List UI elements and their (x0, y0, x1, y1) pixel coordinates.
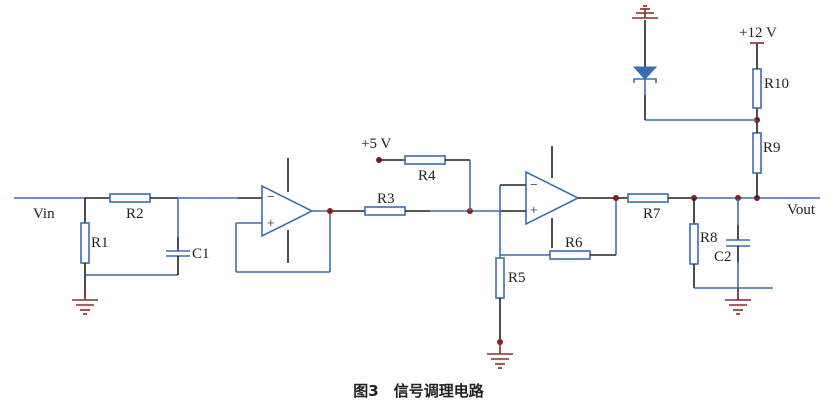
resistor-r10 (752, 68, 762, 109)
c2-label: C2 (714, 249, 732, 265)
r7-label: R7 (643, 206, 661, 222)
junction (327, 208, 333, 214)
resistor-r2 (109, 193, 151, 203)
resistor-r8 (689, 223, 699, 265)
resistor-r1 (80, 222, 90, 264)
opamp-2 (525, 170, 580, 226)
opamp-1-noninverting-sign: + (267, 215, 275, 230)
r1-label: R1 (91, 235, 109, 251)
r5-label: R5 (508, 270, 526, 286)
resistor-r6 (549, 250, 591, 260)
r4-label: R4 (418, 168, 436, 184)
resistor-r3 (364, 206, 406, 216)
r8-label: R8 (700, 230, 718, 246)
resistor-r4 (404, 155, 446, 165)
r3-label: R3 (377, 191, 395, 207)
resistor-r9 (752, 132, 762, 174)
opamp-1 (261, 184, 314, 238)
figure-caption: 图3 信号调理电路 (353, 382, 484, 400)
ground-icon (72, 290, 98, 315)
plus12v-label: +12 V (739, 25, 777, 41)
ground-icon (487, 342, 513, 369)
r6-label: R6 (565, 235, 583, 251)
plus5v-label: +5 V (361, 136, 391, 152)
ground-icon (632, 5, 658, 19)
ground-icon (725, 288, 751, 315)
vin-label: Vin (33, 206, 55, 222)
r10-label: R10 (764, 76, 789, 92)
junction (613, 195, 619, 201)
r9-label: R9 (763, 140, 781, 156)
resistor-r5 (495, 257, 505, 299)
opamp-2-noninverting-sign: + (530, 202, 538, 217)
opamp-1-inverting-sign: − (267, 189, 275, 204)
vout-label: Vout (787, 202, 816, 218)
c1-label: C1 (192, 246, 210, 262)
resistor-r7 (627, 193, 669, 203)
opamp-2-inverting-sign: − (530, 177, 538, 192)
r2-label: R2 (126, 206, 144, 222)
